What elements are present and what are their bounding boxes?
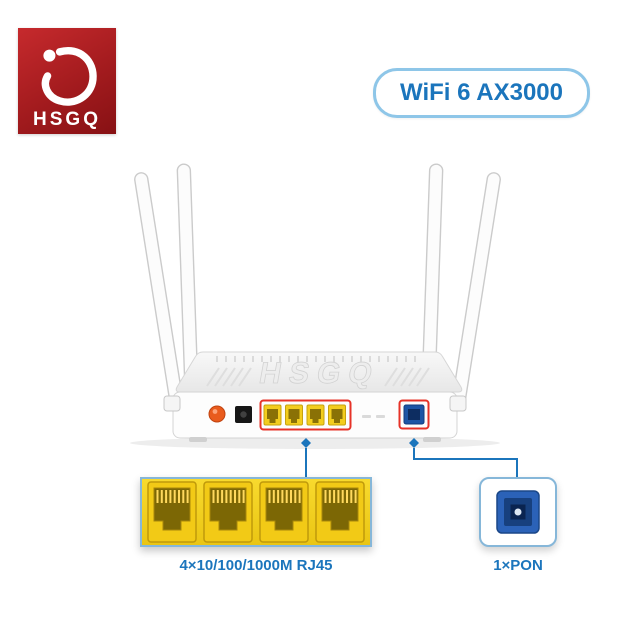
lan-ports-label: 4×10/100/1000M RJ45 [179, 557, 333, 574]
router-foot [189, 437, 207, 442]
router-brand-embossed: HSGQ [257, 357, 383, 390]
lan-zoom-panel [140, 477, 372, 547]
router-ground-shadow [130, 437, 500, 449]
antenna-hinge-left [163, 395, 181, 412]
antenna-hinge-right [449, 395, 467, 412]
panel-print-mark [376, 415, 385, 418]
swirl-flame-icon [41, 47, 97, 106]
rj45-port-icon [315, 481, 365, 543]
power-jack-pin [240, 411, 247, 418]
wifi-badge: WiFi 6 AX3000 [373, 68, 590, 118]
reset-button [208, 405, 226, 423]
reset-button-highlight [212, 409, 218, 414]
lan-highlight-box [259, 399, 352, 431]
pon-highlight-box [398, 399, 430, 430]
antenna-outer-left [134, 172, 184, 406]
rj45-port-icon [203, 481, 253, 543]
antennas [134, 163, 501, 406]
pon-port-label: 1×PON [493, 557, 543, 574]
lan-port-slots [267, 409, 343, 423]
antenna-outer-right [451, 172, 501, 406]
brand-logo-text: HSGQ [33, 109, 101, 130]
pon-callout-line [413, 448, 518, 477]
router-right-vents [384, 367, 430, 387]
rj45-ports-image [147, 481, 365, 543]
sc-fiber-connector-icon [496, 490, 540, 534]
router-image: HSGQ [130, 163, 501, 449]
router-rear-vents [216, 356, 416, 362]
router-foot [423, 437, 441, 442]
pon-port-opening [408, 409, 420, 420]
rj45-port-icon [147, 481, 197, 543]
wifi-badge-label: WiFi 6 AX3000 [400, 79, 563, 106]
rj45-port-icon [259, 481, 309, 543]
pon-zoom-panel [479, 477, 557, 547]
brand-logo: HSGQ [18, 28, 116, 134]
router-left-vents [206, 367, 252, 387]
router-top-surface [175, 351, 463, 393]
panel-print-mark [362, 415, 371, 418]
lan-ports [263, 404, 346, 426]
